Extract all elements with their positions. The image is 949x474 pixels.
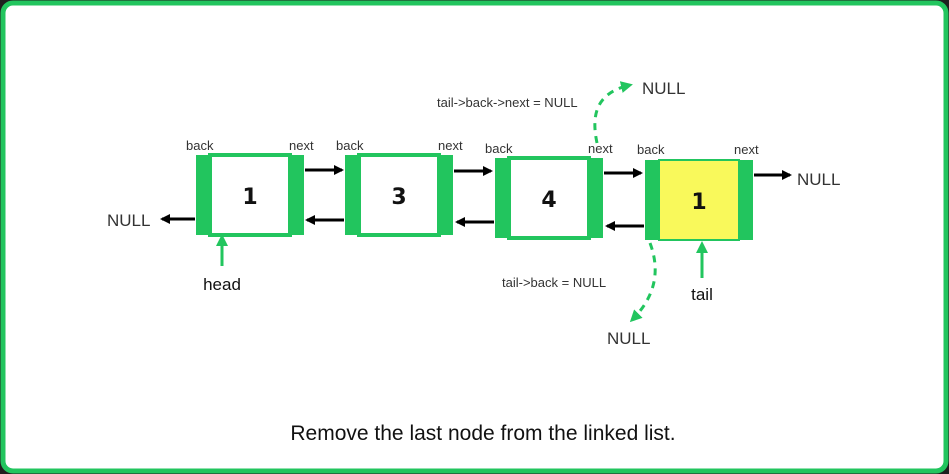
node-1: 1 back next [186,138,314,237]
node-4-next-cell [739,160,753,240]
node-3-back-label: back [485,141,513,156]
node-2-value-cell [357,153,441,237]
node-2-back-label: back [336,138,364,153]
node-3-back-cell [495,158,509,238]
null-bottom: NULL [607,329,650,348]
caption: Remove the last node from the linked lis… [290,422,675,445]
tail-label: tail [691,285,713,304]
node-4-next-label: next [734,142,759,157]
node-1-next-cell [290,155,304,235]
head-label: head [203,275,241,294]
node-1-back-label: back [186,138,214,153]
node-2-next-label: next [438,138,463,153]
node-3-next-label: next [588,141,613,156]
node-4-value-cell [658,159,740,241]
node-2-value: 3 [391,185,406,210]
node-4-back-label: back [637,142,665,157]
dashed-arrow-top [593,81,633,144]
null-right: NULL [797,170,840,189]
dashed-arrow-bottom [629,242,657,323]
node-3-next-cell [589,158,603,238]
node-1-next-label: next [289,138,314,153]
annotation-bottom: tail->back = NULL [502,275,606,290]
node-2-back-cell [345,155,359,235]
node-3: 4 back next [485,141,613,240]
annotation-top: tail->back->next = NULL [437,95,578,110]
node-4-value: 1 [691,190,706,215]
node-1-back-cell [196,155,210,235]
node-4-tail: 1 back next [637,142,759,241]
node-1-value: 1 [242,185,257,210]
null-left: NULL [107,211,150,230]
node-2-next-cell [439,155,453,235]
node-4-back-cell [645,160,659,240]
null-top: NULL [642,79,685,98]
node-2: 3 back next [336,138,463,237]
node-3-value: 4 [541,188,556,213]
